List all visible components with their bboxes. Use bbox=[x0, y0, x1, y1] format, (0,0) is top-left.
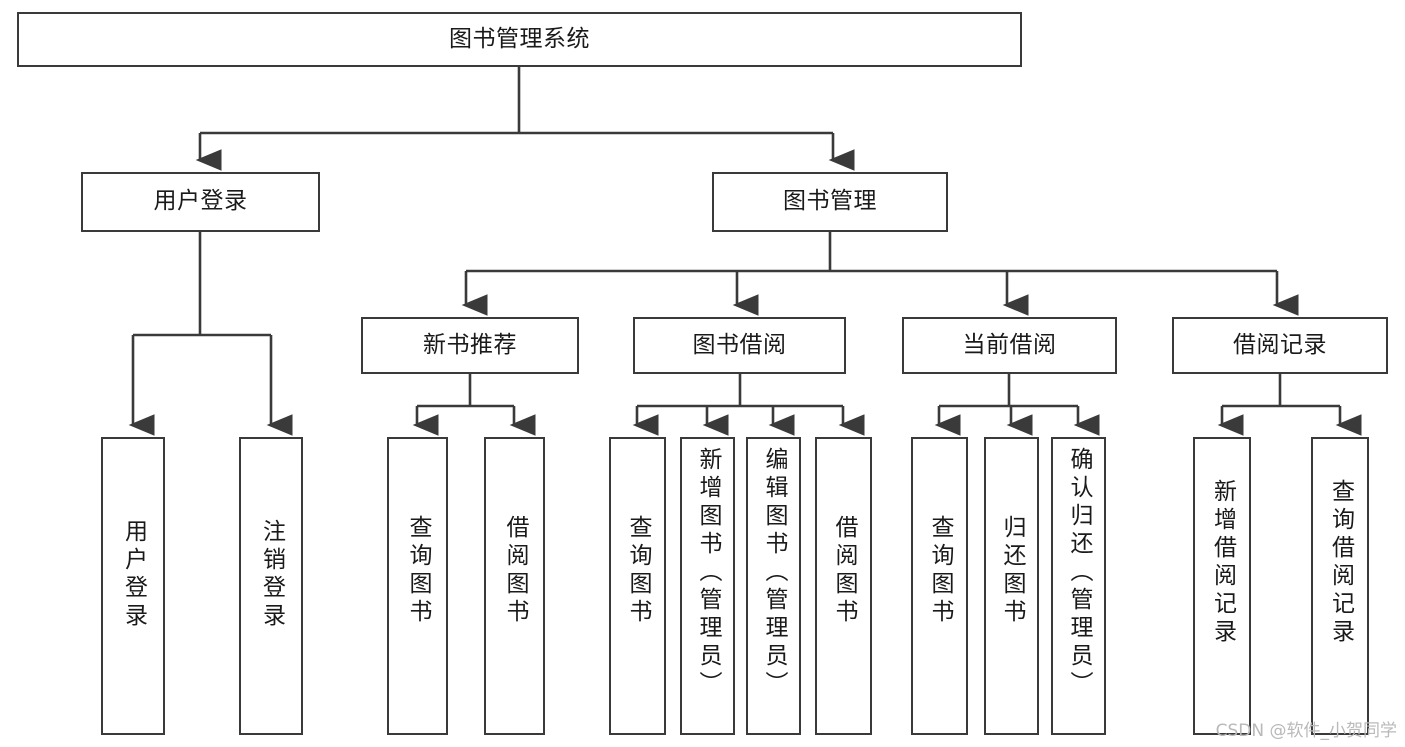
node-leaf-query-book-2-label: 查询图书 bbox=[625, 515, 651, 627]
node-user-login-label: 用户登录 bbox=[153, 188, 248, 215]
node-current-borrow[interactable]: 当前借阅 bbox=[902, 317, 1117, 374]
node-borrow-record[interactable]: 借阅记录 bbox=[1172, 317, 1388, 374]
node-current-borrow-label: 当前借阅 bbox=[962, 331, 1057, 358]
node-leaf-add-record[interactable]: 新增借阅记录 bbox=[1193, 437, 1251, 735]
node-user-login[interactable]: 用户登录 bbox=[81, 172, 320, 232]
node-root[interactable]: 图书管理系统 bbox=[17, 12, 1022, 67]
node-book-manage-label: 图书管理 bbox=[783, 188, 877, 215]
watermark: CSDN @软件_小贺同学 bbox=[1215, 721, 1397, 741]
node-leaf-borrow-book-1[interactable]: 借阅图书 bbox=[484, 437, 545, 735]
node-leaf-query-record[interactable]: 查询借阅记录 bbox=[1311, 437, 1369, 735]
node-book-borrow-label: 图书借阅 bbox=[692, 331, 787, 358]
node-leaf-add-book[interactable]: 新增图书（管理员） bbox=[680, 437, 735, 735]
node-leaf-confirm-return-label: 确认归还（管理员） bbox=[1066, 447, 1092, 699]
node-leaf-confirm-return[interactable]: 确认归还（管理员） bbox=[1051, 437, 1106, 735]
node-leaf-return-book[interactable]: 归还图书 bbox=[984, 437, 1039, 735]
node-leaf-borrow-book-1-label: 借阅图书 bbox=[502, 515, 528, 627]
node-leaf-user-login[interactable]: 用户登录 bbox=[101, 437, 165, 735]
node-leaf-query-book-3-label: 查询图书 bbox=[927, 515, 953, 627]
node-leaf-logout-label: 注销登录 bbox=[258, 519, 285, 631]
node-leaf-borrow-book-2[interactable]: 借阅图书 bbox=[815, 437, 872, 735]
node-leaf-query-book-3[interactable]: 查询图书 bbox=[911, 437, 968, 735]
node-leaf-borrow-book-2-label: 借阅图书 bbox=[831, 515, 857, 627]
node-root-label: 图书管理系统 bbox=[449, 25, 590, 52]
node-new-book-rec-label: 新书推荐 bbox=[423, 331, 517, 358]
node-leaf-query-book-2[interactable]: 查询图书 bbox=[609, 437, 666, 735]
node-leaf-logout[interactable]: 注销登录 bbox=[239, 437, 303, 735]
node-leaf-query-record-label: 查询借阅记录 bbox=[1327, 479, 1354, 647]
node-leaf-return-book-label: 归还图书 bbox=[999, 515, 1025, 627]
node-book-manage[interactable]: 图书管理 bbox=[712, 172, 948, 232]
node-leaf-user-login-label: 用户登录 bbox=[120, 519, 147, 631]
node-leaf-add-book-label: 新增图书（管理员） bbox=[695, 447, 721, 699]
node-leaf-query-book-1-label: 查询图书 bbox=[405, 515, 431, 627]
node-leaf-edit-book-label: 编辑图书（管理员） bbox=[761, 447, 787, 699]
node-book-borrow[interactable]: 图书借阅 bbox=[633, 317, 846, 374]
node-leaf-add-record-label: 新增借阅记录 bbox=[1209, 479, 1236, 647]
node-leaf-query-book-1[interactable]: 查询图书 bbox=[387, 437, 448, 735]
node-borrow-record-label: 借阅记录 bbox=[1233, 331, 1327, 358]
node-leaf-edit-book[interactable]: 编辑图书（管理员） bbox=[746, 437, 801, 735]
node-new-book-rec[interactable]: 新书推荐 bbox=[361, 317, 579, 374]
